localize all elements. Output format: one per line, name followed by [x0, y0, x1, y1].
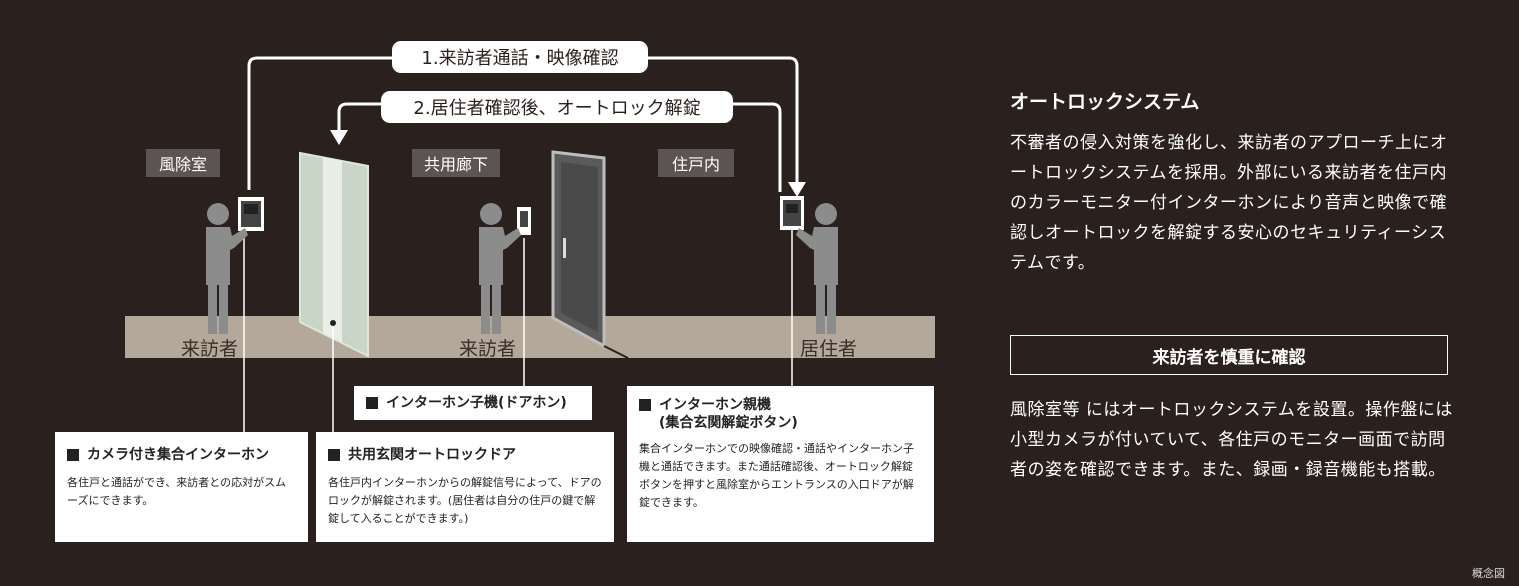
resident-figure — [796, 203, 838, 334]
callout-title: 共用玄関オートロックドア — [348, 447, 516, 463]
callout-title: インターホン子機(ドアホン) — [386, 395, 567, 411]
visitor-label: 来訪者 — [459, 338, 517, 360]
conceptual-note: 概念図 — [1472, 567, 1505, 580]
side-paragraph-2: 風除室等 にはオートロックシステムを設置。操作盤には小型カメラが付いていて、各住… — [1010, 400, 1453, 480]
callout-autolock-door: 共用玄関オートロックドア 各住戸内インターホンからの解錠信号によって、ドアのロッ… — [316, 432, 614, 542]
visitor-figure — [479, 203, 521, 334]
dwelling-door — [551, 150, 606, 349]
callout-master-intercom: インターホン親機 (集合玄関解錠ボタン) 集合インターホンでの映像確認・通話やイ… — [627, 386, 934, 542]
callout-desc: 集合インターホンでの映像確認・通話やインターホン子機と通話できます。また通話確認… — [639, 442, 914, 509]
area-label-windbreak: 風除室 — [146, 149, 220, 177]
door-phone-panel — [517, 207, 531, 235]
step2-label: 2.居住者確認後、オートロック解錠 — [381, 91, 733, 123]
camera-intercom-panel — [238, 197, 264, 231]
side-heading: オートロックシステム — [1010, 91, 1200, 113]
bullet-square — [67, 449, 79, 461]
visitor-label: 来訪者 — [181, 338, 239, 360]
callout-lines — [243, 230, 793, 432]
callout-desc: 各住戸内インターホンからの解錠信号によって、ドアのロックが解錠されます。(居住者… — [328, 476, 602, 525]
side-box-title: 来訪者を慎重に確認 — [1010, 335, 1448, 375]
side-paragraph-1: 不審者の侵入対策を強化し、来訪者のアプローチ上にオートロックシステムを採用。外部… — [1010, 133, 1448, 273]
callout-title: カメラ付き集合インターホン — [87, 447, 269, 463]
glass-door — [299, 151, 369, 358]
floor-band — [125, 316, 935, 358]
bullet-square — [366, 397, 378, 409]
master-intercom-panel — [780, 196, 804, 230]
visitor-figure — [206, 203, 248, 334]
resident-label: 居住者 — [800, 338, 858, 360]
step2-arrow-head — [330, 130, 348, 145]
callout-desc: 各住戸と通話ができ、来訪者との応対がスムーズにできます。 — [67, 476, 287, 507]
door-shadow-line — [603, 345, 629, 359]
callout-camera-intercom: カメラ付き集合インターホン 各住戸と通話ができ、来訪者との応対がスムーズにできま… — [55, 432, 308, 542]
callout-subtitle: (集合玄関解錠ボタン) — [659, 415, 798, 431]
callout-door-phone: インターホン子機(ドアホン) — [354, 386, 592, 420]
callout-title: インターホン親機 — [659, 397, 771, 413]
step1-arrow-head — [788, 182, 806, 197]
area-label-dwelling: 住戸内 — [658, 149, 734, 177]
bullet-square — [328, 449, 340, 461]
area-label-corridor: 共用廊下 — [412, 149, 500, 177]
bullet-square — [639, 399, 651, 411]
step1-label: 1.来訪者通話・映像確認 — [392, 41, 648, 73]
